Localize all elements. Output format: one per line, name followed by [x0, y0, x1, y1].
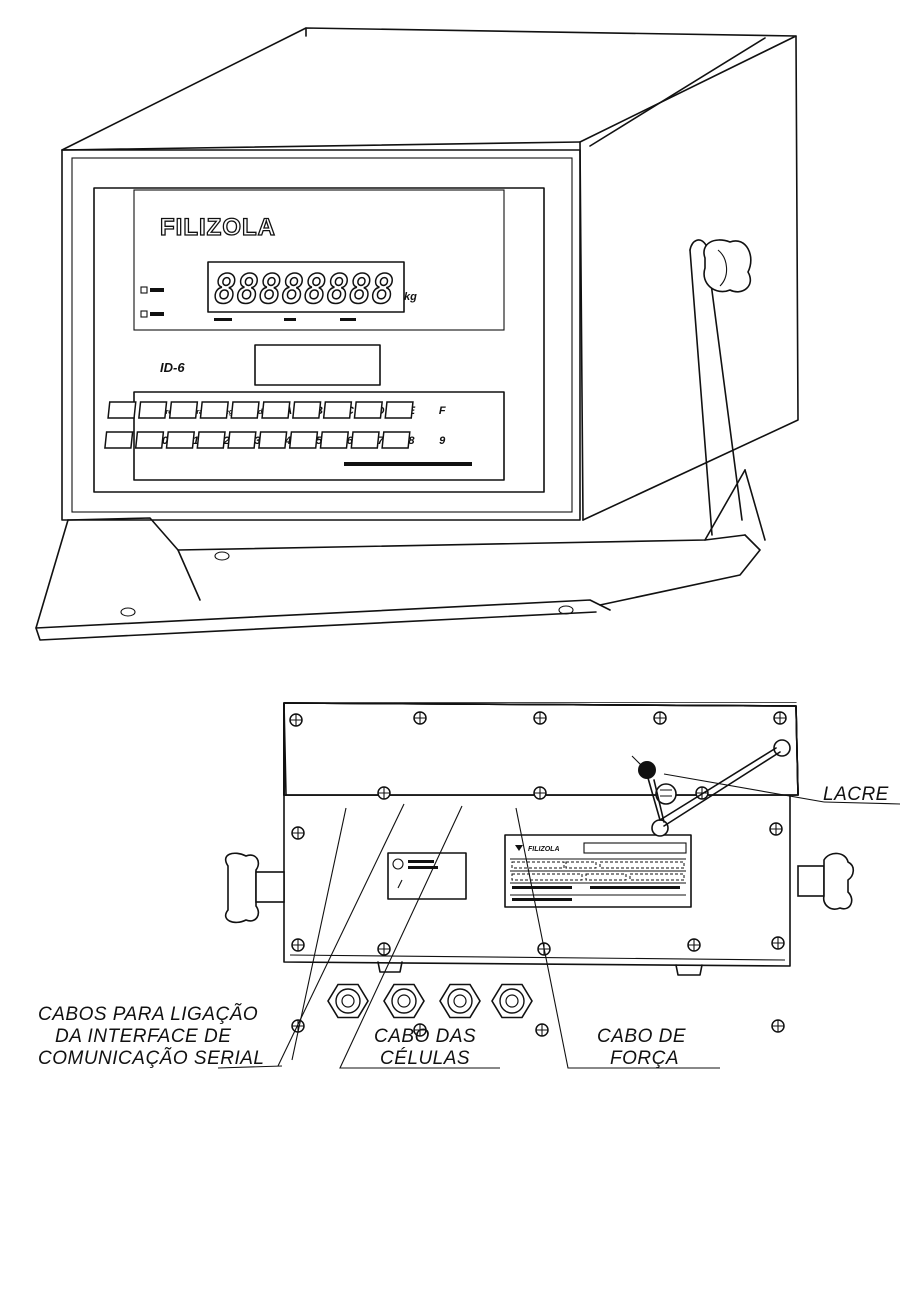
status-leds	[140, 286, 164, 318]
callout-labels: LACRE CABOS PARA LIGAÇÃO DA INTERFACE DE…	[38, 784, 889, 1069]
keypad: ZeroTaraRegModoABCDEF 0 1 2 3 4 5 6 7 8 9	[104, 391, 505, 481]
screw-icon	[535, 1023, 549, 1037]
key-label: 5	[316, 435, 323, 447]
serial-cable-label-line1: CABOS PARA LIGAÇÃO	[38, 1003, 258, 1025]
rear-view: FILIZOLA	[224, 702, 855, 1037]
key-label: F	[439, 405, 446, 417]
screw-icon	[377, 786, 391, 800]
panel-screws	[289, 711, 787, 1037]
screw-icon	[533, 711, 547, 725]
small-plate	[387, 852, 467, 900]
rear-panel-frame	[283, 702, 799, 796]
key-label: 8	[408, 435, 415, 447]
seal-assembly	[631, 739, 825, 837]
key-2: 2	[165, 431, 230, 449]
cable-gland-icon	[383, 983, 425, 1019]
key-9: 9	[381, 431, 446, 449]
left-knob	[224, 852, 285, 924]
key-5: 5	[258, 431, 323, 449]
stand	[35, 239, 766, 641]
keypad-caption	[344, 462, 472, 466]
function-key-row: ZeroTaraRegModoABCDEF	[107, 401, 446, 419]
screw-icon	[771, 936, 785, 950]
cabinet	[61, 27, 799, 521]
cable-glands	[327, 983, 533, 1019]
cell-cable-label-line2: CÉLULAS	[380, 1048, 470, 1069]
key-label: 4	[284, 435, 291, 447]
power-cable-label-line2: FORÇA	[610, 1048, 679, 1069]
id-plate: FILIZOLA	[504, 834, 692, 908]
lacre-label: LACRE	[823, 784, 889, 805]
id-plate-brand: FILIZOLA	[528, 846, 560, 853]
key-f: F	[384, 401, 446, 419]
screw-icon	[377, 942, 391, 956]
tare-led-icon	[140, 310, 148, 318]
screw-icon	[413, 1023, 427, 1037]
brand-logo: FILIZOLA	[160, 214, 276, 241]
key-label: 3	[254, 435, 260, 447]
screw-icon	[533, 786, 547, 800]
cell-cable-label-line1: CABO DAS	[374, 1026, 476, 1047]
screw-icon	[771, 1019, 785, 1033]
led-label-2	[150, 312, 164, 316]
zero-led-icon	[140, 286, 148, 294]
key-3: 3	[196, 431, 260, 449]
screw-icon	[773, 711, 787, 725]
cable-gland-icon	[491, 983, 533, 1019]
filizola-logo-icon	[515, 845, 523, 851]
power-cable-label-line1: CABO DE	[597, 1026, 686, 1047]
key-label: 9	[439, 435, 446, 447]
screw-icon	[291, 826, 305, 840]
cable-gland-icon	[439, 983, 481, 1019]
display-unit: kg	[404, 291, 417, 303]
key-label: 6	[347, 435, 354, 447]
serial-cable-label-line3: COMUNICAÇÃO SERIAL	[38, 1047, 264, 1069]
key-0: 0	[104, 431, 169, 449]
seal-icon	[638, 761, 656, 779]
leader-lines	[217, 801, 901, 1069]
key-1: 1	[134, 431, 199, 449]
key-4: 4	[227, 431, 291, 449]
screw-icon	[291, 938, 305, 952]
right-knob	[797, 852, 855, 910]
key-label: 0	[162, 435, 169, 447]
screw-icon	[769, 822, 783, 836]
cable-gland-icon	[327, 983, 369, 1019]
key-7: 7	[319, 431, 385, 449]
model-label: ID-6	[160, 360, 185, 375]
screw-icon	[413, 711, 427, 725]
screw-icon	[653, 711, 667, 725]
key-6: 6	[288, 431, 354, 449]
secondary-window	[254, 344, 381, 386]
key-label: 2	[223, 435, 230, 447]
screw-icon	[687, 938, 701, 952]
key-label: 7	[378, 435, 385, 447]
serial-cable-label-line2: DA INTERFACE DE	[55, 1026, 231, 1047]
led-label-1	[150, 288, 164, 292]
key-label: 1	[193, 435, 199, 447]
key-8: 8	[350, 431, 415, 449]
front-view: FILIZOLA 88888888 kg ID-6 ZeroTaraRegMod…	[35, 27, 799, 641]
number-key-row: 0 1 2 3 4 5 6 7 8 9	[104, 431, 446, 449]
screw-icon	[289, 713, 303, 727]
display-digits: 88888888	[214, 267, 394, 313]
weight-display: 88888888 kg	[207, 261, 417, 321]
